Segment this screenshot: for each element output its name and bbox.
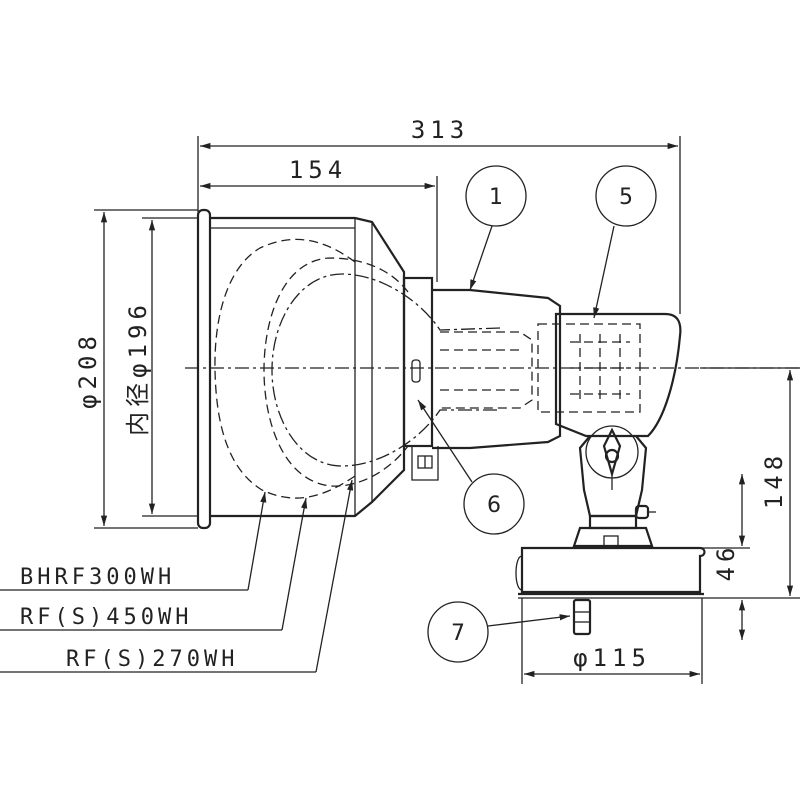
dim-base-diameter: φ115 <box>573 644 651 672</box>
mounting-base <box>515 546 706 636</box>
label-lamp-bhrf300wh: BHRF300WH <box>20 565 175 590</box>
callout-6-circle <box>463 473 525 535</box>
socket-housing <box>402 276 562 481</box>
callout-7-label: 7 <box>451 621 465 646</box>
lamp-outline-rf270wh <box>271 273 501 467</box>
callout-1-circle <box>465 165 527 227</box>
callout-6-label: 6 <box>487 493 501 518</box>
callout-5-label: 5 <box>619 185 633 210</box>
dim-pivot-height: 148 <box>760 451 788 509</box>
ballast-box <box>537 312 682 438</box>
callout-7-circle <box>427 601 489 663</box>
dim-inner-diameter: 内径φ196 <box>124 300 152 436</box>
label-lamp-rf450wh: RF(S)450WH <box>20 605 192 630</box>
lamp-outline-bhrf300wh <box>214 238 356 499</box>
callout-5-circle <box>595 165 657 227</box>
label-lamp-rf270wh: RF(S)270WH <box>66 647 238 672</box>
lamp-shade <box>196 208 406 530</box>
dim-shade-length: 154 <box>289 156 347 184</box>
dim-base-height: 46 <box>712 543 740 582</box>
dim-overall-length: 313 <box>411 116 469 144</box>
swivel-bracket <box>572 425 656 549</box>
lamp-outline-rf450wh <box>263 257 409 487</box>
dim-outer-diameter: φ208 <box>74 331 102 409</box>
callout-1-label: 1 <box>489 185 503 210</box>
